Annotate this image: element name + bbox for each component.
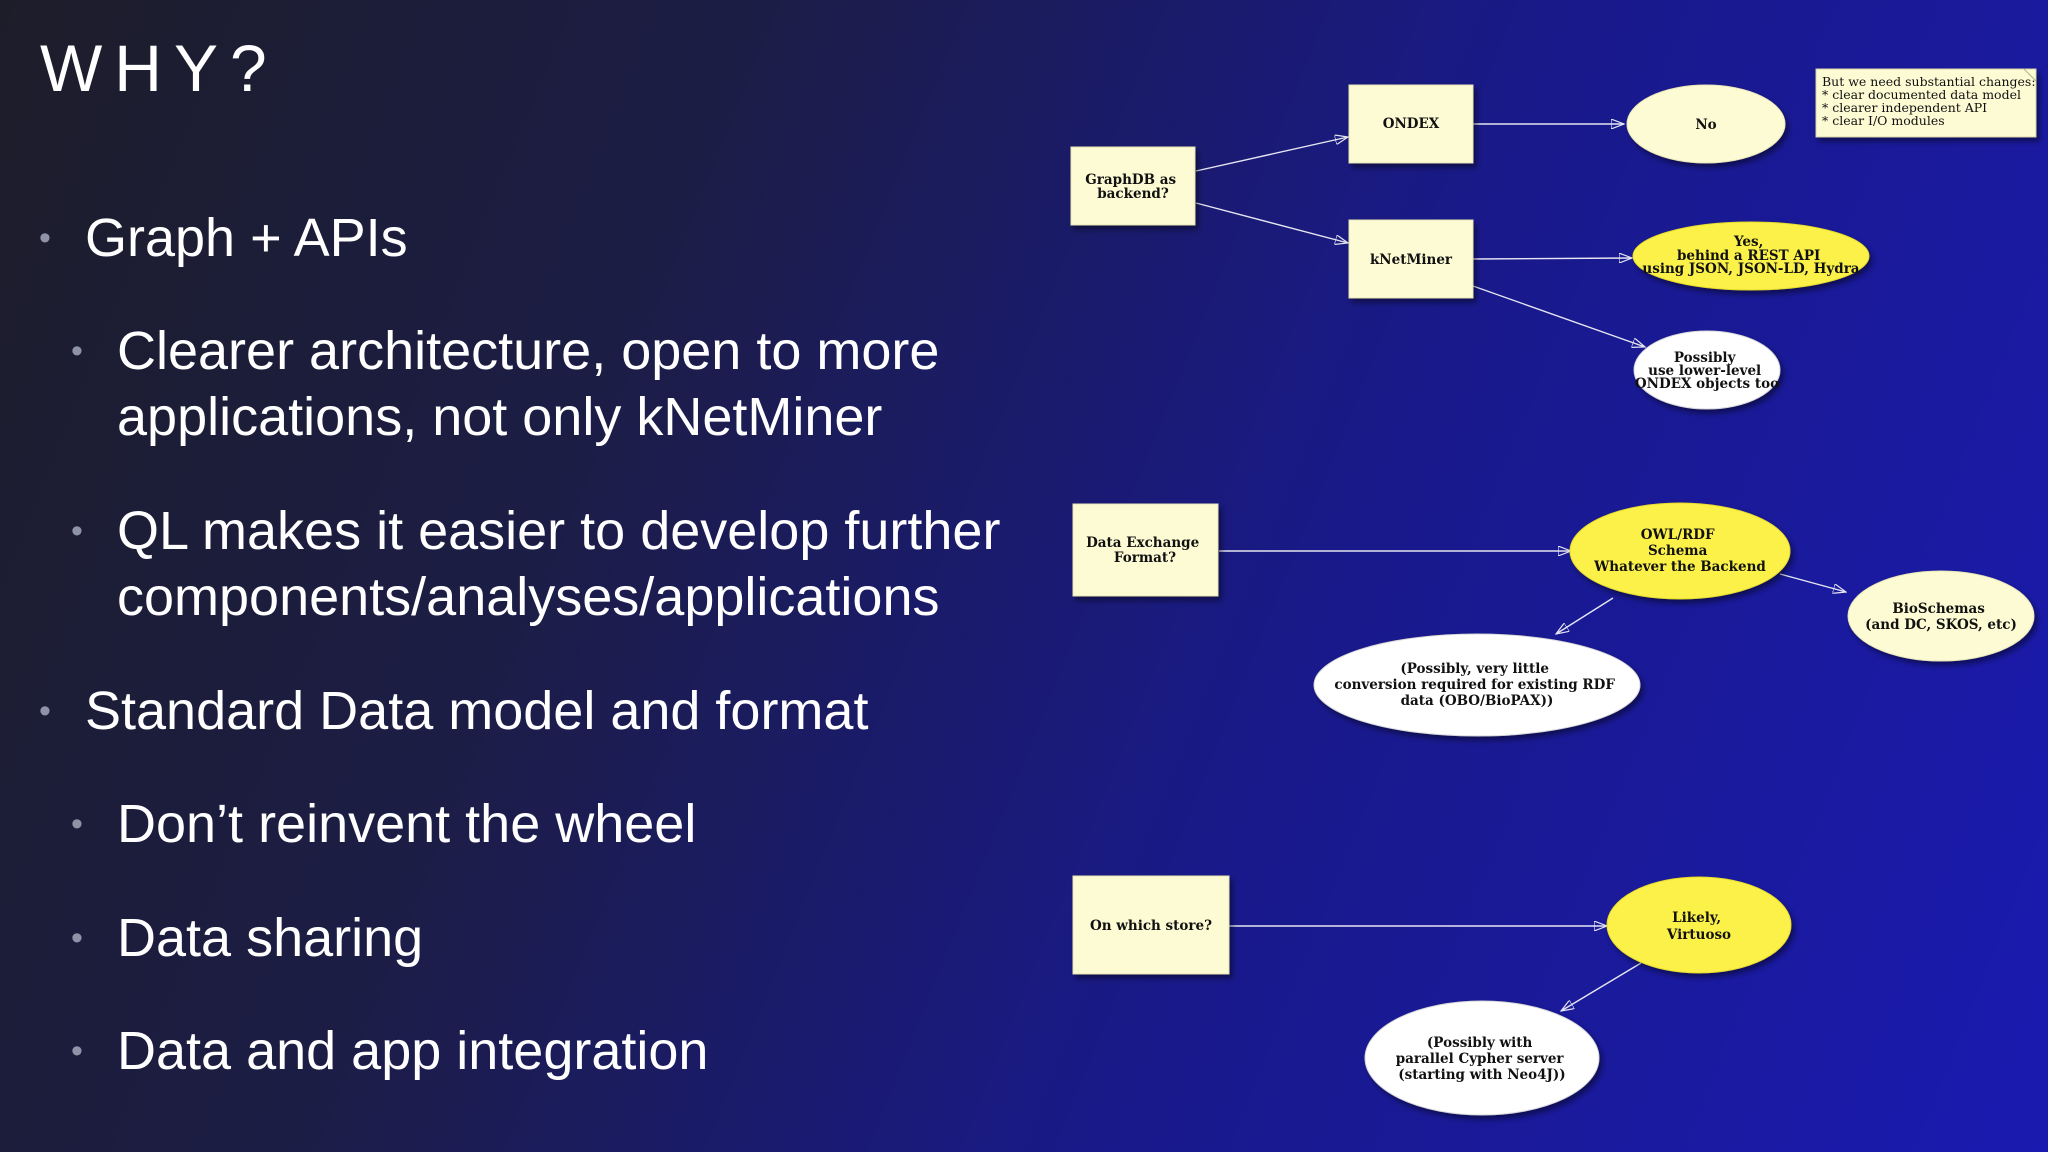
bullet-line: applications, not only kNetMiner bbox=[117, 387, 883, 447]
bullet-line: Data sharing bbox=[117, 908, 424, 968]
svg-text:But we need substantial change: But we need substantial changes: * clear… bbox=[1822, 74, 2040, 128]
edge-knetminer-yes bbox=[1472, 258, 1632, 259]
svg-text:GraphDB as backend?: GraphDB as backend? bbox=[1085, 172, 1181, 202]
bullet-standard-data-model: • Standard Data model and format bbox=[39, 678, 869, 744]
edge-owl-possibly-rdf bbox=[1556, 597, 1614, 634]
bullet-graph-apis: • Graph + APIs bbox=[39, 205, 408, 271]
svg-text:ONDEX: ONDEX bbox=[1383, 116, 1440, 132]
node-owl-rdf: OWL/RDF Schema Whatever the Backend bbox=[1569, 502, 1791, 600]
bullet-line: Clearer architecture, open to more bbox=[117, 321, 940, 381]
svg-text:kNetMiner: kNetMiner bbox=[1370, 252, 1453, 268]
node-possibly-rdf: (Possibly, very little conversion requir… bbox=[1313, 633, 1641, 737]
bullet-line: components/analyses/applications bbox=[117, 567, 940, 627]
svg-text:(Possibly with parallel: (Possibly with parallel Cypher server (s… bbox=[1396, 1035, 1569, 1083]
node-which-store: On which store? bbox=[1072, 875, 1230, 975]
bullet-clearer-architecture: • Clearer architecture, open to more app… bbox=[71, 318, 940, 450]
note-box: But we need substantial changes: * clear… bbox=[1815, 68, 2040, 138]
node-possibly-ondex: Possibly use lower-level ONDEX objects t… bbox=[1633, 330, 1781, 410]
svg-text:No: No bbox=[1695, 117, 1716, 133]
bullet-dot-icon: • bbox=[39, 692, 51, 730]
bullet-line: Graph + APIs bbox=[85, 208, 408, 268]
svg-text:Likely, Virtuoso: Likely, Virtuoso bbox=[1666, 910, 1731, 943]
bullet-dont-reinvent: • Don’t reinvent the wheel bbox=[71, 791, 697, 857]
node-graphdb: GraphDB as backend? bbox=[1070, 146, 1196, 226]
node-bioschemas: BioSchemas (and DC, SKOS, etc) bbox=[1847, 570, 2035, 662]
bullet-ql-easier: • QL makes it easier to develop further … bbox=[71, 498, 1001, 630]
bullet-data-app-integration: • Data and app integration bbox=[71, 1018, 709, 1084]
bullet-line: QL makes it easier to develop further bbox=[117, 501, 1001, 561]
bullet-line: Standard Data model and format bbox=[85, 681, 869, 741]
bullet-dot-icon: • bbox=[71, 805, 83, 843]
bullet-dot-icon: • bbox=[71, 332, 83, 370]
svg-text:Possibly use lower-level: Possibly use lower-level ONDEX objects t… bbox=[1635, 350, 1779, 392]
bullet-data-sharing: • Data sharing bbox=[71, 905, 424, 971]
bullet-line: Don’t reinvent the wheel bbox=[117, 794, 697, 854]
edge-knetminer-possibly-ondex bbox=[1472, 285, 1645, 347]
svg-text:BioSchemas (and DC, SKOS: BioSchemas (and DC, SKOS, etc) bbox=[1865, 601, 2017, 633]
bullet-list: • Graph + APIs • Clearer architecture, o… bbox=[39, 205, 1001, 1084]
edge-graphdb-knetminer bbox=[1195, 202, 1348, 243]
svg-text:Yes, behind a REST API: Yes, behind a REST API using JSON, JSON-… bbox=[1642, 234, 1859, 277]
svg-text:Data Exchange Format?: Data Exchange Format? bbox=[1086, 535, 1204, 566]
node-knetminer: kNetMiner bbox=[1348, 219, 1474, 299]
bullet-dot-icon: • bbox=[71, 512, 83, 550]
bullet-dot-icon: • bbox=[71, 1032, 83, 1070]
node-data-exchange: Data Exchange Format? bbox=[1072, 503, 1219, 597]
node-cypher: (Possibly with parallel Cypher server (s… bbox=[1364, 1000, 1600, 1116]
bullet-line: Data and app integration bbox=[117, 1021, 709, 1081]
node-virtuoso: Likely, Virtuoso bbox=[1606, 876, 1792, 974]
bullet-dot-icon: • bbox=[39, 219, 51, 257]
node-ondex: ONDEX bbox=[1348, 84, 1474, 164]
edge-graphdb-ondex bbox=[1195, 137, 1348, 172]
svg-text:OWL/RDF Schema Wha: OWL/RDF Schema Whatever the Backend bbox=[1593, 527, 1766, 575]
node-yes-rest: Yes, behind a REST API using JSON, JSON-… bbox=[1632, 221, 1870, 291]
edge-owl-bioschemas bbox=[1779, 573, 1846, 592]
edge-virtuoso-cypher bbox=[1561, 962, 1642, 1011]
svg-text:On which store?: On which store? bbox=[1090, 918, 1212, 934]
slide-title: WHY? bbox=[40, 31, 279, 105]
diagram-edges bbox=[1195, 124, 1846, 1011]
bullet-dot-icon: • bbox=[71, 919, 83, 957]
node-no: No bbox=[1626, 84, 1786, 164]
svg-text:(Possibly, very little c: (Possibly, very little conversion requir… bbox=[1334, 661, 1619, 709]
